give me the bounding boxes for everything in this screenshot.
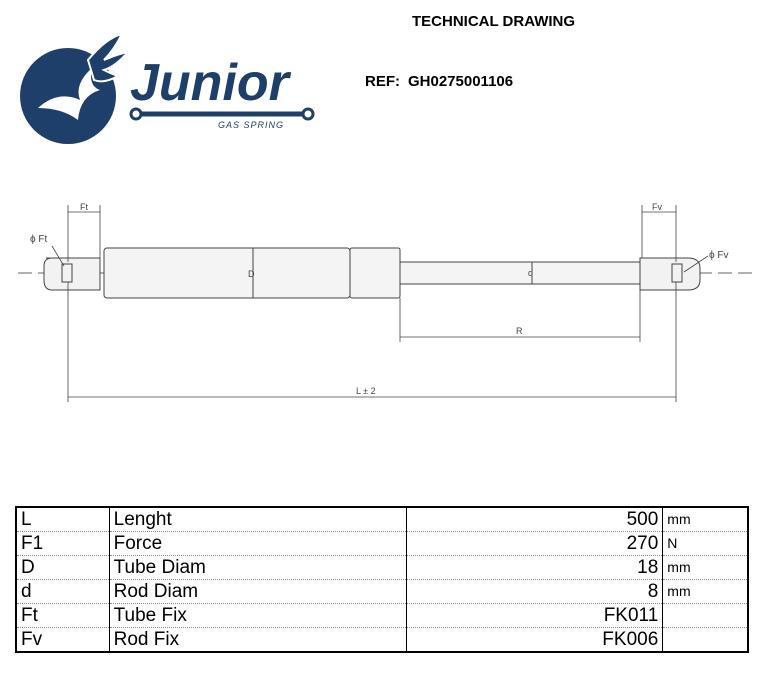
spec-value: FK006 [406,627,664,652]
rod-end-left [129,107,143,121]
r-label: R [516,326,523,336]
spec-symbol: Ft [15,603,110,628]
phi-fv-label: ϕ Fv [709,250,729,261]
spec-value: 18 [406,555,664,580]
phi-ft-label: ϕ Ft [30,234,47,245]
rod-fitting-hole [671,263,683,283]
spec-unit [662,627,749,652]
reference: REF: GH0275001106 [365,73,513,90]
spec-unit: mm [662,579,749,604]
spec-value: 500 [406,507,664,532]
spec-name: Rod Fix [108,627,408,652]
spec-value: FK011 [406,603,664,628]
brand-name: Junior [130,54,292,112]
spec-symbol: Fv [15,627,110,652]
spec-symbol: D [15,555,110,580]
phi-fv-leader [683,255,709,273]
wing-shape [38,68,100,120]
spec-value: 270 [406,531,664,556]
junior-logo: Junior GAS SPRING [20,32,315,144]
ft-label: Ft [80,202,88,212]
rod-end-fitting [639,257,701,291]
tube-body [103,247,351,299]
rod-end-right [301,107,315,121]
spec-unit: mm [662,507,749,532]
tube-seal [349,247,401,299]
gas-spring-drawing: D d Ft Fv ϕ Ft ϕ Fv R L ± 2 [18,202,752,402]
spec-unit [662,603,749,628]
spec-name: Rod Diam [108,579,408,604]
ref-value: GH0275001106 [408,73,514,90]
spec-name: Lenght [108,507,408,532]
rod [399,261,641,285]
brand-tagline: GAS SPRING [218,120,284,130]
phi-ft-leader [51,245,65,267]
ref-label: REF: [365,73,400,90]
spec-name: Tube Fix [108,603,408,628]
fv-label: Fv [652,202,662,212]
spec-symbol: d [15,579,110,604]
spec-value: 8 [406,579,664,604]
page-title: TECHNICAL DRAWING [412,13,576,30]
tube-fitting-hole [61,263,73,283]
rod-diameter-label: d [528,268,533,278]
tube-diameter-label: D [248,269,255,279]
spec-unit: mm [662,555,749,580]
l-label: L ± 2 [356,386,376,396]
spec-symbol: F1 [15,531,110,556]
spec-unit: N [662,531,749,556]
spec-name: Tube Diam [108,555,408,580]
wing-tip [86,32,131,83]
spec-symbol: L [15,507,110,532]
spec-name: Force [108,531,408,556]
